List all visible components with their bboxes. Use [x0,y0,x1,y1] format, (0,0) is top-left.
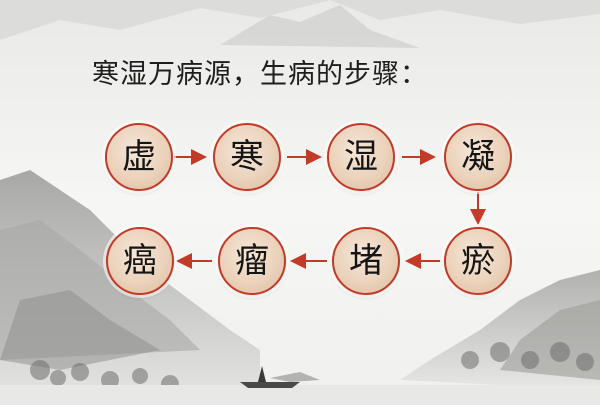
step-label: 寒 [230,137,264,177]
step-node-shi: 湿 [327,123,395,191]
step-label: 凝 [461,137,495,177]
step-node-yu: 瘀 [444,227,512,295]
step-node-liu: 瘤 [218,227,286,295]
step-node-ai: 癌 [106,227,174,295]
step-label: 湿 [344,137,378,177]
page-title: 寒湿万病源，生病的步骤： [92,59,428,90]
step-label: 瘀 [461,241,495,281]
step-node-ning: 凝 [444,123,512,191]
step-node-han: 寒 [213,123,281,191]
step-label: 瘤 [235,241,269,281]
step-label: 癌 [123,241,157,281]
step-label: 堵 [349,241,383,281]
step-label: 虚 [122,137,156,177]
step-node-xu: 虚 [105,123,173,191]
step-node-du: 堵 [332,227,400,295]
